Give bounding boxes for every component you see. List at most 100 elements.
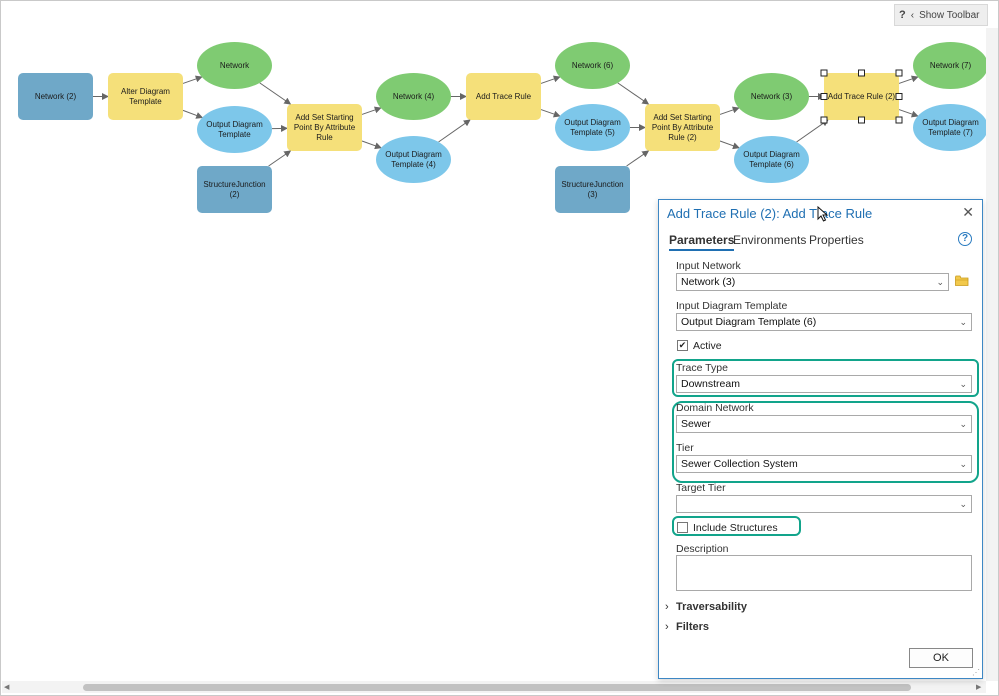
connector-arrow[interactable] xyxy=(361,140,382,150)
tab-parameters[interactable]: Parameters xyxy=(669,233,735,251)
tool-parameters-dialog: Add Trace Rule (2): Add Trace Rule ✕ Par… xyxy=(658,199,983,679)
input-network-value: Network (3) xyxy=(681,276,736,288)
resize-grip-icon[interactable]: ⋰ xyxy=(972,668,980,677)
include-structures-highlight xyxy=(672,516,801,536)
ok-button[interactable]: OK xyxy=(909,648,973,668)
diagram-node-network2[interactable] xyxy=(18,73,93,120)
diagram-node-label: Alter Diagram Template xyxy=(121,86,170,106)
diagram-node-trace1[interactable] xyxy=(466,73,541,120)
connector-arrow[interactable] xyxy=(719,140,740,150)
help-circle-icon[interactable]: ? xyxy=(958,232,972,246)
diagram-node-label: Network (7) xyxy=(929,60,972,70)
connector-arrow[interactable] xyxy=(617,82,650,105)
diagram-node-label: Network (3) xyxy=(750,91,793,101)
chevron-down-icon: ⌄ xyxy=(959,379,967,389)
dialog-title: Add Trace Rule (2): Add Trace Rule xyxy=(667,206,873,221)
input-diagram-template-select[interactable]: Output Diagram Template (6) ⌄ xyxy=(676,313,972,331)
diagram-node-label: Network (4) xyxy=(392,91,435,101)
connector-arrow[interactable] xyxy=(898,109,919,118)
input-diagram-template-label: Input Diagram Template xyxy=(676,300,788,312)
scroll-left-arrow-icon[interactable]: ◀ xyxy=(4,684,10,691)
diagram-node-label: Network (6) xyxy=(571,60,614,70)
scroll-right-arrow-icon[interactable]: ▶ xyxy=(976,684,982,691)
chevron-down-icon: ⌄ xyxy=(959,459,967,469)
selection-handle[interactable] xyxy=(858,69,865,77)
include-structures-label: Include Structures xyxy=(693,522,778,534)
chevron-down-icon: ⌄ xyxy=(959,419,967,429)
show-toolbar-label: Show Toolbar xyxy=(919,9,980,21)
connector-arrow[interactable] xyxy=(438,119,471,143)
tab-properties[interactable]: Properties xyxy=(809,233,864,247)
section-traversability[interactable]: ›Traversability xyxy=(665,601,747,613)
diagram-node-network7[interactable] xyxy=(913,42,988,89)
description-label: Description xyxy=(676,543,729,555)
diagram-node-network3[interactable] xyxy=(734,73,809,120)
diagram-node-odt4[interactable] xyxy=(376,136,451,183)
diagram-node-label: Network (2) xyxy=(34,91,77,101)
selection-handle[interactable] xyxy=(895,93,903,100)
diagram-node-addset1[interactable] xyxy=(287,104,362,151)
connector-arrow[interactable] xyxy=(540,75,561,84)
diagram-node-label: Output Diagram Template (5) xyxy=(564,117,621,137)
diagram-node-odt7[interactable] xyxy=(913,104,988,151)
target-tier-label: Target Tier xyxy=(676,482,726,494)
selection-handle[interactable] xyxy=(858,116,865,124)
section-filters[interactable]: ›Filters xyxy=(665,621,709,633)
domain-network-select[interactable]: Sewer ⌄ xyxy=(676,415,972,433)
connector-arrow[interactable] xyxy=(796,119,829,143)
tier-value: Sewer Collection System xyxy=(681,458,798,470)
diagram-node-trace2[interactable] xyxy=(824,73,899,120)
diagram-node-network6[interactable] xyxy=(555,42,630,89)
section-traversability-label: Traversability xyxy=(676,601,747,613)
connector-arrow[interactable] xyxy=(626,150,650,167)
selection-handle[interactable] xyxy=(820,93,828,100)
diagram-node-odt1[interactable] xyxy=(197,106,272,153)
diagram-node-sj2[interactable] xyxy=(197,166,272,213)
help-icon[interactable]: ? xyxy=(899,9,906,21)
trace-type-value: Downstream xyxy=(681,378,740,390)
diagram-node-network[interactable] xyxy=(197,42,272,89)
diagram-node-odt6[interactable] xyxy=(734,136,809,183)
show-toolbar-button[interactable]: ? ‹ Show Toolbar xyxy=(894,4,988,26)
selection-handle[interactable] xyxy=(820,116,828,124)
connector-arrow[interactable] xyxy=(540,109,561,118)
connector-arrow[interactable] xyxy=(259,82,292,105)
target-tier-select[interactable]: ⌄ xyxy=(676,495,972,513)
selection-handle[interactable] xyxy=(895,69,903,77)
diagram-node-addset2[interactable] xyxy=(645,104,720,151)
tier-select[interactable]: Sewer Collection System ⌄ xyxy=(676,455,972,473)
diagram-node-label: Output Diagram Template (4) xyxy=(385,149,442,169)
selection-handle[interactable] xyxy=(820,69,828,77)
diagram-node-sj3[interactable] xyxy=(555,166,630,213)
connector-arrow[interactable] xyxy=(182,109,204,119)
folder-icon[interactable] xyxy=(955,275,969,286)
chevron-down-icon: ⌄ xyxy=(959,499,967,509)
active-checkbox[interactable]: ✔ xyxy=(677,340,688,351)
connector-arrow[interactable] xyxy=(268,150,292,167)
diagram-node-alter[interactable] xyxy=(108,73,183,120)
diagram-node-label: StructureJunction (3) xyxy=(561,179,624,199)
diagram-node-label: Add Trace Rule (2) xyxy=(827,91,896,101)
diagram-node-label: Add Set Starting Point By Attribute Rule xyxy=(293,112,356,142)
tab-environments[interactable]: Environments xyxy=(733,233,807,247)
connector-arrow[interactable] xyxy=(361,106,382,115)
description-textarea[interactable] xyxy=(676,555,972,591)
connector-arrow[interactable] xyxy=(182,75,203,84)
trace-type-select[interactable]: Downstream ⌄ xyxy=(676,375,972,393)
diagram-node-network4[interactable] xyxy=(376,73,451,120)
diagram-node-odt5[interactable] xyxy=(555,104,630,151)
include-structures-checkbox[interactable] xyxy=(677,522,688,533)
input-network-select[interactable]: Network (3) ⌄ xyxy=(676,273,949,291)
connector-arrow[interactable] xyxy=(719,106,740,115)
close-icon[interactable]: ✕ xyxy=(962,204,974,220)
domain-network-value: Sewer xyxy=(681,418,711,430)
domain-network-label: Domain Network xyxy=(676,402,754,414)
selection-handle[interactable] xyxy=(895,116,903,124)
connector-arrow[interactable] xyxy=(898,75,919,84)
horizontal-scroll-thumb[interactable] xyxy=(83,684,911,691)
diagram-node-label: Add Set Starting Point By Attribute Rule… xyxy=(651,112,714,142)
diagram-node-label: Network xyxy=(219,60,250,70)
diagram-node-label: StructureJunction (2) xyxy=(203,179,266,199)
vertical-scrollbar[interactable] xyxy=(986,28,998,681)
